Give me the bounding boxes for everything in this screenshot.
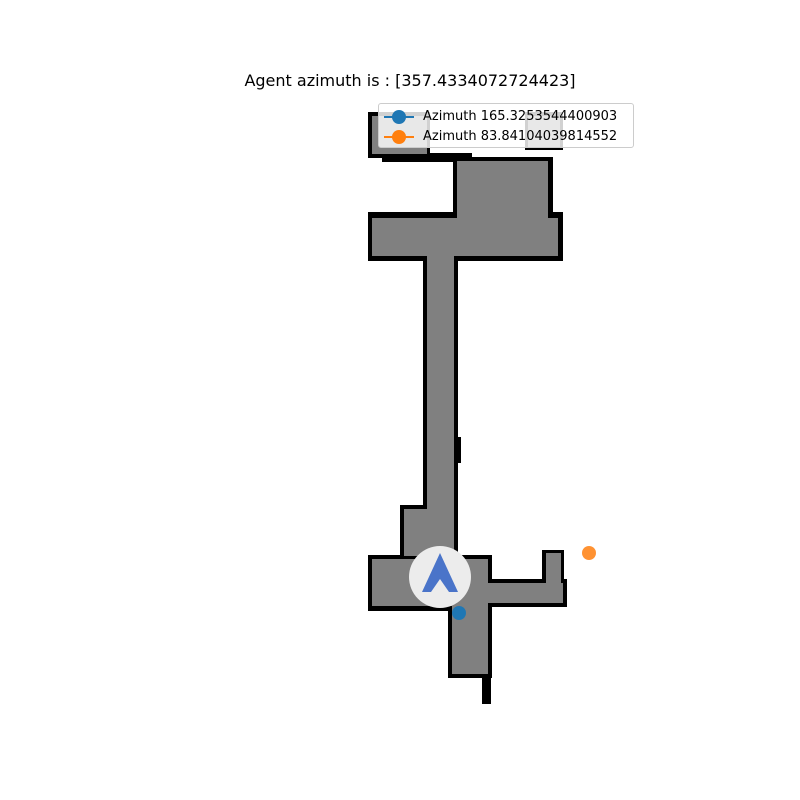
floor-region — [546, 553, 561, 583]
legend-marker — [392, 110, 406, 124]
wall-segment — [455, 437, 461, 463]
floor-region — [427, 256, 454, 556]
agent-arrow-icon — [422, 553, 458, 592]
legend-entry-orange: Azimuth 83.84104039814552 — [379, 127, 635, 147]
wall-segment — [382, 153, 472, 162]
agent-marker — [409, 546, 471, 608]
chart-title: Agent azimuth is : [357.4334072724423] — [244, 71, 576, 90]
legend-marker — [392, 130, 406, 144]
legend: Azimuth 165.3253544400903 Azimuth 83.841… — [378, 103, 634, 148]
target-point-orange — [582, 546, 596, 560]
floor-region — [457, 161, 548, 221]
legend-label: Azimuth 165.3253544400903 — [423, 109, 618, 124]
wall-segment — [482, 670, 491, 704]
target-point-blue — [452, 606, 466, 620]
legend-label: Azimuth 83.84104039814552 — [423, 129, 618, 144]
floor-region — [372, 218, 558, 256]
floor-region — [486, 583, 563, 603]
legend-entry-blue: Azimuth 165.3253544400903 — [379, 107, 635, 127]
